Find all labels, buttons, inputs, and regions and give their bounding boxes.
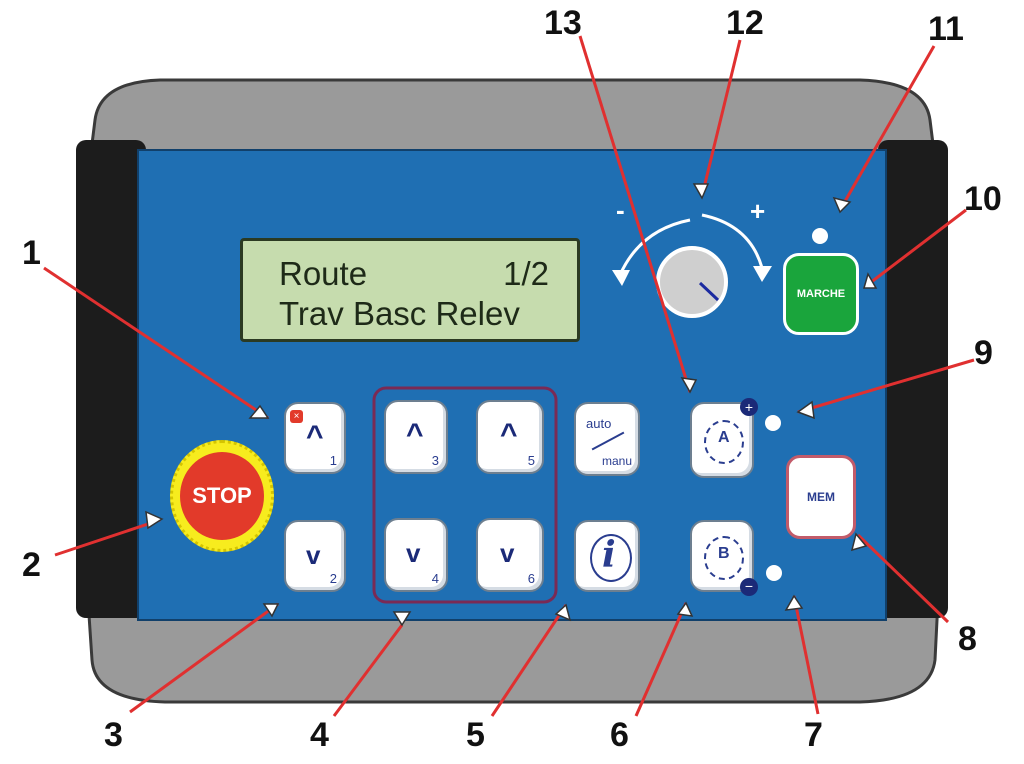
callout-number-8: 8 (958, 620, 977, 658)
lcd-page: 1/2 (503, 255, 549, 292)
dial-arc-minus (618, 218, 691, 276)
key-1-up[interactable]: × ^ 1 (284, 402, 346, 474)
callout-arrow-9 (796, 400, 815, 420)
chevron-up-icon: ^ (306, 420, 324, 453)
top-bezel (88, 78, 937, 162)
callout-number-6: 6 (610, 716, 629, 754)
info-glyph: i (602, 534, 616, 576)
led-marche (812, 228, 828, 244)
rotate-icon (704, 536, 744, 580)
dial-minus-label: - (616, 195, 625, 225)
lcd-route: Route (279, 255, 368, 292)
memory-a-label: A (718, 429, 730, 446)
key-number: 2 (329, 571, 337, 586)
dial-arc-plus (701, 213, 764, 269)
info-button[interactable]: i (574, 520, 640, 592)
minus-icon: − (740, 578, 758, 596)
callout-number-11: 11 (928, 10, 964, 48)
info-icon (590, 534, 632, 582)
callout-line-8 (856, 533, 950, 624)
callout-line-2 (54, 518, 161, 557)
chevron-down-icon: v (406, 538, 421, 568)
memory-b-label: B (718, 545, 730, 562)
key-3-up[interactable]: ^ 3 (384, 400, 448, 474)
callout-number-13: 13 (544, 4, 582, 42)
rotate-icon (704, 420, 744, 464)
plus-icon: + (740, 398, 758, 416)
callout-number-1: 1 (22, 234, 41, 272)
callout-arrow-7 (784, 594, 804, 611)
callout-number-12: 12 (726, 4, 764, 42)
dial-plus-label: + (750, 196, 766, 226)
callout-arrow-6 (676, 601, 694, 617)
mem-button[interactable]: MEM (786, 455, 856, 539)
callout-arrow-11 (832, 196, 852, 214)
callout-line-5 (490, 604, 568, 717)
chevron-down-icon: v (306, 540, 321, 570)
callout-line-9 (797, 358, 975, 414)
chevron-up-icon: ^ (406, 418, 424, 451)
memory-a-button[interactable]: A + (690, 398, 758, 478)
key-number: 6 (527, 571, 535, 586)
fault-icon: × (290, 410, 303, 423)
left-grip (76, 140, 146, 618)
callout-number-3: 3 (104, 716, 123, 754)
callout-number-4: 4 (310, 716, 329, 754)
key-2-down[interactable]: v 2 (284, 520, 346, 592)
callout-line-3 (129, 602, 279, 714)
callout-line-12 (700, 39, 742, 197)
callout-arrow-3 (262, 603, 280, 618)
callout-arrow-8 (850, 532, 868, 552)
key-4-down[interactable]: v 4 (384, 518, 448, 592)
callout-arrow-2 (145, 510, 164, 530)
callout-arrow-10 (863, 272, 878, 289)
callout-arrow-4 (392, 611, 412, 627)
bottom-bezel (86, 598, 940, 704)
marche-button[interactable]: MARCHE (783, 253, 859, 335)
key-5-up[interactable]: ^ 5 (476, 400, 544, 474)
callout-line-10 (865, 208, 967, 288)
stop-button[interactable]: STOP (180, 452, 264, 540)
key-group-frame (372, 386, 558, 604)
key-number: 4 (431, 571, 439, 586)
lcd-display: Route 1/2 Trav Basc Relev (240, 238, 580, 342)
callout-line-11 (838, 45, 936, 211)
callout-number-9: 9 (974, 334, 993, 372)
callout-arrow-13 (680, 377, 698, 394)
led-memory-b (766, 565, 782, 581)
callout-number-7: 7 (804, 716, 823, 754)
callout-arrow-1 (248, 404, 270, 419)
callout-line-6 (634, 602, 688, 717)
memory-b-button[interactable]: B − (690, 520, 758, 596)
callout-number-2: 2 (22, 546, 41, 584)
key-6-down[interactable]: v 6 (476, 518, 544, 592)
callout-line-4 (332, 624, 404, 717)
dial-knob (656, 246, 728, 318)
auto-label: auto (586, 416, 612, 431)
dial-arrow-minus (612, 270, 630, 286)
key-number: 5 (527, 453, 535, 468)
callout-line-7 (792, 595, 820, 715)
manu-label: manu (602, 454, 633, 468)
led-memory-a (765, 415, 781, 431)
callout-line-1 (43, 266, 269, 420)
chevron-up-icon: ^ (500, 418, 518, 451)
dial-arrow-plus (753, 266, 772, 282)
dial-pointer (698, 281, 720, 302)
key-number: 3 (431, 453, 439, 468)
callout-arrow-5 (554, 603, 572, 622)
chevron-down-icon: v (500, 538, 515, 568)
callout-number-10: 10 (964, 180, 1002, 218)
blue-panel (137, 149, 887, 621)
key-number: 1 (329, 453, 337, 468)
auto-manu-button[interactable]: auto manu (574, 402, 640, 476)
lcd-line-2: Trav Basc Relev (279, 295, 520, 332)
callout-number-5: 5 (466, 716, 485, 754)
callout-line-13 (578, 35, 692, 393)
callout-arrow-12 (692, 183, 710, 200)
lcd-line-1: Route 1/2 (279, 255, 549, 293)
